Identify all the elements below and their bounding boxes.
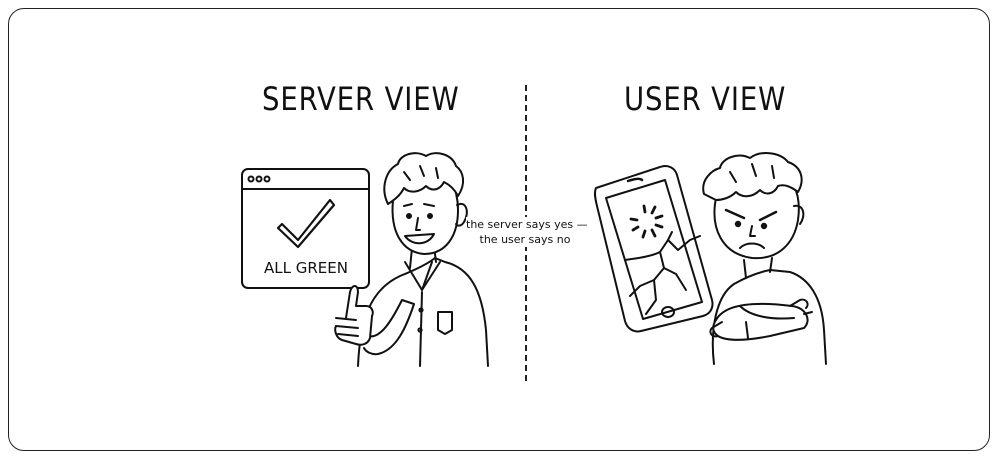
window-dot-icon: [263, 175, 271, 183]
user-view-title: USER VIEW: [624, 80, 787, 118]
window-dot-icon: [255, 175, 263, 183]
status-window: ALL GREEN: [241, 168, 370, 289]
server-view-title: SERVER VIEW: [262, 80, 460, 118]
caption-line-2: the user says no: [479, 233, 571, 246]
happy-man-illustration: [334, 152, 489, 367]
angry-user-illustration: [702, 152, 827, 365]
caption-line-1: the server says yes —: [466, 218, 588, 231]
caption: the server says yes — the user says no: [466, 217, 588, 247]
window-dot-icon: [247, 175, 255, 183]
checkmark-icon: [276, 198, 336, 249]
loading-spinner-icon: [629, 204, 664, 239]
broken-phone-illustration: [593, 165, 714, 333]
status-box-label: ALL GREEN: [264, 259, 348, 277]
